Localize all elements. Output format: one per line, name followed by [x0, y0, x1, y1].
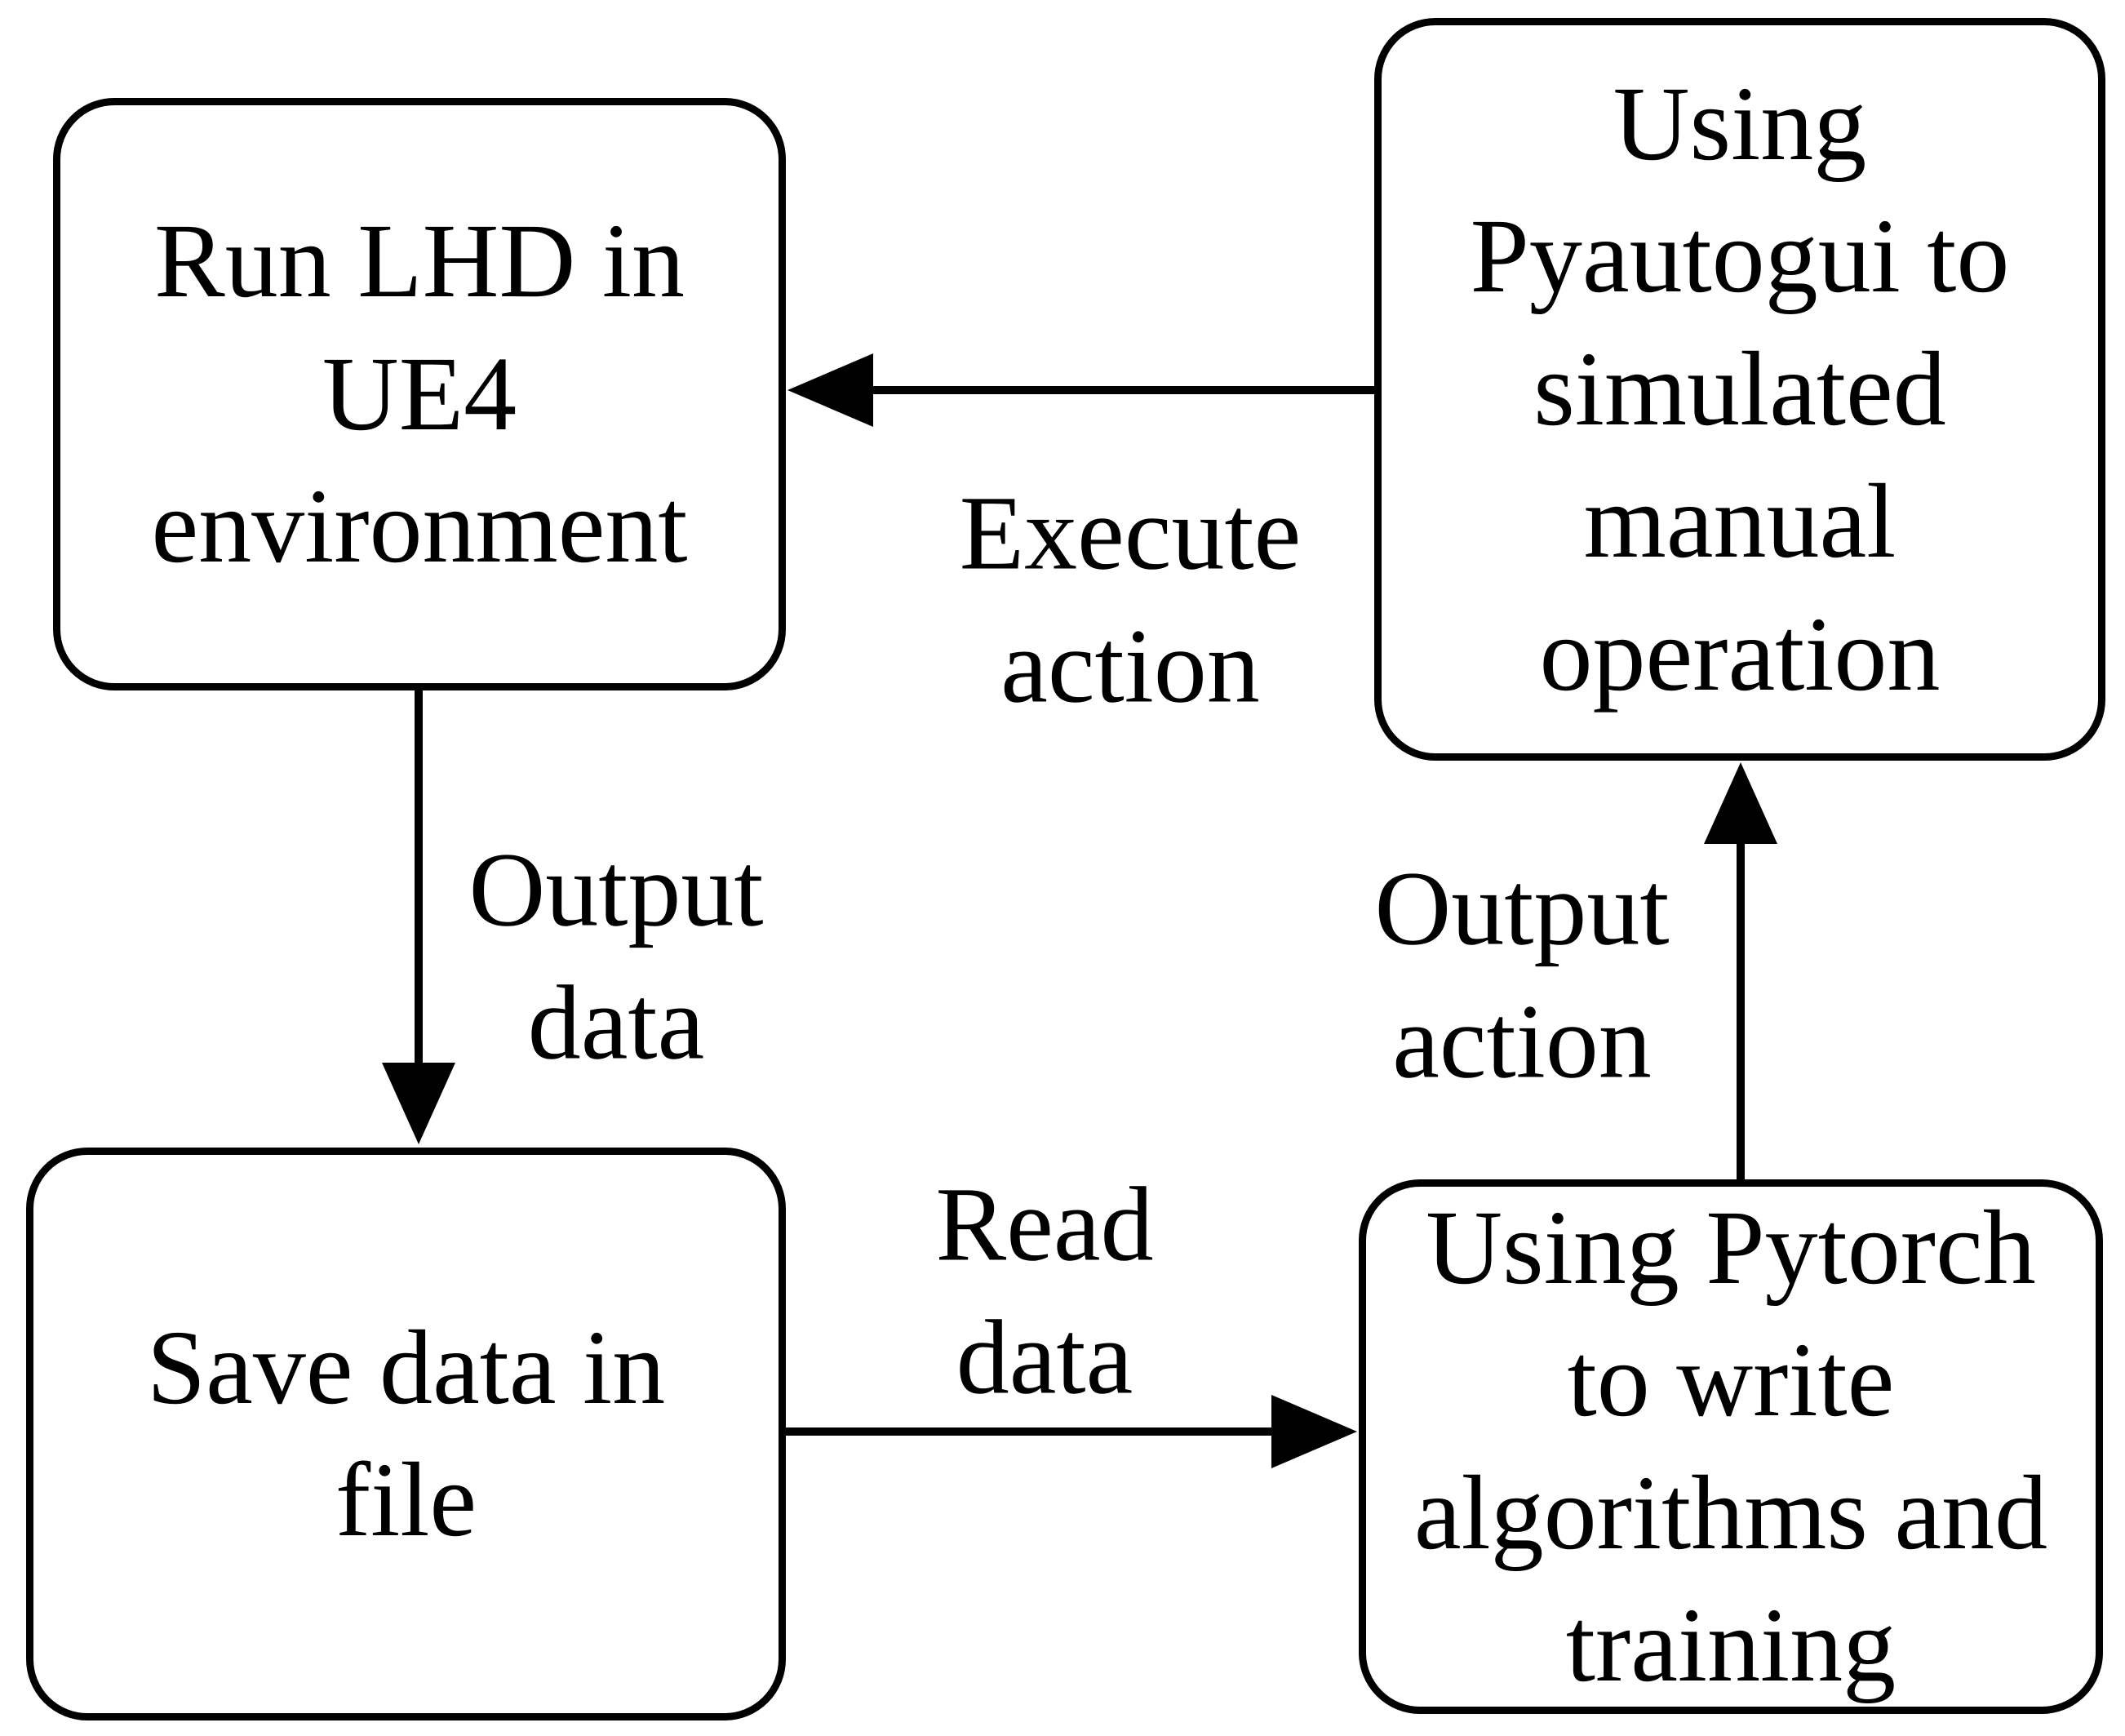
node-save-data-label: Save data in file [146, 1308, 666, 1560]
arrowhead-down-icon [382, 1063, 455, 1144]
node-pytorch: Using Pytorch to write algorithms and tr… [1359, 1179, 2103, 1714]
arrowhead-up-icon [1704, 762, 1777, 844]
edge-read-data-label: Read data [935, 1165, 1154, 1417]
node-pyautogui: Using Pyautogui to simulated manual oper… [1374, 18, 2105, 761]
node-pyautogui-label: Using Pyautogui to simulated manual oper… [1470, 64, 2010, 713]
node-save-data: Save data in file [26, 1148, 786, 1720]
arrowhead-left-icon [787, 353, 873, 427]
edge-output-action-label: Output action [1374, 850, 1670, 1101]
arrowhead-right-icon [1271, 1395, 1357, 1468]
edge-output-data-label: Output data [468, 831, 764, 1082]
edge-execute-action-line [869, 386, 1374, 394]
node-pytorch-label: Using Pytorch to write algorithms and tr… [1413, 1188, 2048, 1705]
node-run-lhd-ue4-label: Run LHD in UE4 environment [151, 202, 688, 586]
edge-read-data-line [786, 1427, 1275, 1436]
edge-output-data-line [415, 689, 423, 1068]
node-run-lhd-ue4: Run LHD in UE4 environment [53, 98, 786, 690]
edge-execute-action-label: Execute action [959, 474, 1302, 726]
edge-output-action-line [1737, 839, 1745, 1181]
